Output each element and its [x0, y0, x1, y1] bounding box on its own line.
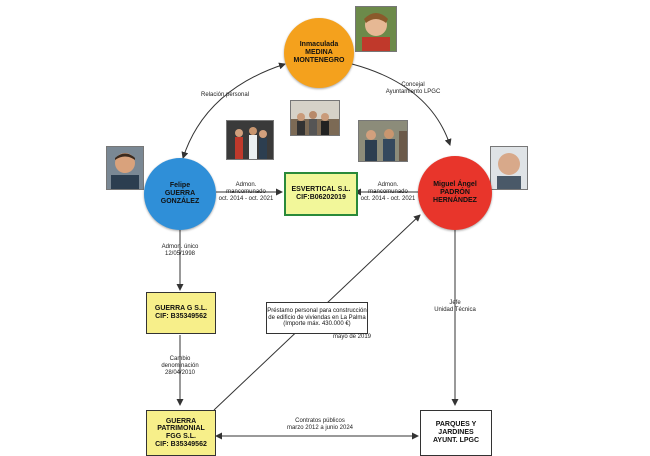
- portrait-guerra-photo: [106, 146, 144, 190]
- person-medina-node: Inmaculada MEDINA MONTENEGRO: [284, 18, 354, 88]
- person-padron-label: Miguel Ángel PADRÓN HERNÁNDEZ: [433, 181, 477, 204]
- arc-concejal: [351, 63, 452, 146]
- arc-relacion-personal: [181, 62, 286, 159]
- prestamo-label: Préstamo personal para construcción de e…: [267, 308, 367, 328]
- entity-parques-label: PARQUES Y JARDINES AYUNT. LPGC: [432, 421, 480, 444]
- person-medina-label: Inmaculada MEDINA MONTENEGRO: [293, 41, 345, 64]
- company-guerra-g-box: GUERRA G S.L. CIF: B35349562: [146, 292, 216, 334]
- label-admon-unico: Admon. único 12/05/1998: [161, 244, 199, 258]
- label-concejal: Concejal Ayuntamiento LPGC: [385, 82, 441, 96]
- label-cambio: Cambio denominación 28/04/2010: [161, 356, 199, 377]
- label-admon-right: Admon. mancomunado oct. 2014 - oct. 2021: [360, 182, 416, 203]
- company-guerra-patrimonial-box: GUERRA PATRIMONIAL FGG S.L. CIF: B353495…: [146, 410, 216, 456]
- portrait-padron-photo: [490, 146, 528, 190]
- label-contratos: Contratos públicos marzo 2012 a junio 20…: [286, 418, 354, 432]
- label-relacion-personal: Relación personal: [200, 92, 250, 98]
- label-admon-left: Admon. mancomunado oct. 2014 - oct. 2021: [218, 182, 274, 203]
- entity-parques-box: PARQUES Y JARDINES AYUNT. LPGC: [420, 410, 492, 456]
- prestamo-box: Préstamo personal para construcción de e…: [266, 302, 368, 334]
- event-photo-center: [290, 100, 340, 136]
- event-photo-left: [226, 120, 274, 160]
- person-guerra-node: Felipe GUERRA GONZÁLEZ: [144, 158, 216, 230]
- label-mayo: mayo de 2019: [332, 334, 372, 340]
- company-esvertical-box: ESVERTICAL S.L. CIF:B06202019: [284, 172, 358, 216]
- company-guerra-g-label: GUERRA G S.L. CIF: B35349562: [154, 305, 208, 320]
- label-jefe: Jefe Unidad Técnica: [434, 300, 476, 314]
- person-padron-node: Miguel Ángel PADRÓN HERNÁNDEZ: [418, 156, 492, 230]
- event-photo-right: [358, 120, 408, 162]
- company-esvertical-label: ESVERTICAL S.L. CIF:B06202019: [291, 186, 351, 201]
- company-guerra-patrimonial-label: GUERRA PATRIMONIAL FGG S.L. CIF: B353495…: [155, 417, 207, 448]
- person-guerra-label: Felipe GUERRA GONZÁLEZ: [160, 182, 200, 205]
- portrait-medina-photo: [355, 6, 397, 52]
